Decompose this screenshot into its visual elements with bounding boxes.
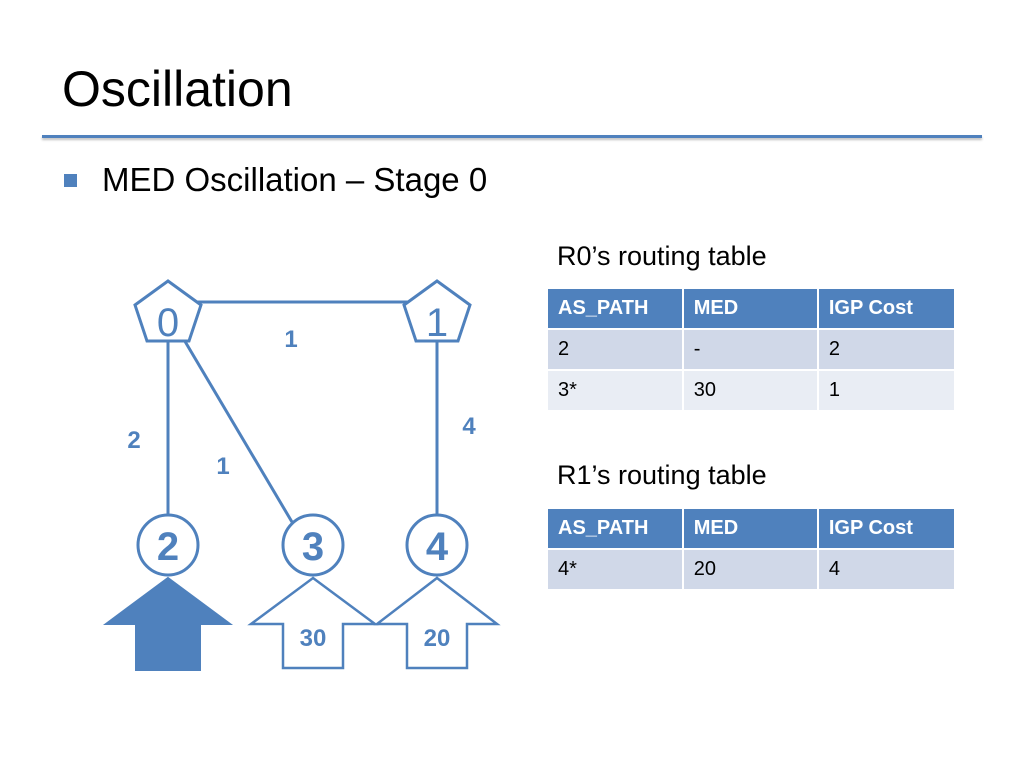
route-arrow-node-3-icon bbox=[247, 576, 379, 670]
edge-1-4-cost: 4 bbox=[462, 413, 476, 440]
router-node-0-label: 0 bbox=[157, 301, 179, 345]
bullet-text: MED Oscillation – Stage 0 bbox=[102, 161, 488, 198]
header-med: MED bbox=[681, 507, 819, 550]
route-arrow-node-2-icon bbox=[102, 576, 234, 671]
table-header-row: AS_PATH MED IGP Cost bbox=[546, 287, 957, 330]
router-node-3-label: 3 bbox=[302, 525, 324, 569]
route-arrow-node-3-med: 30 bbox=[300, 625, 327, 652]
r1-table-caption: R1’s routing table bbox=[557, 460, 767, 490]
r1-routing-table: AS_PATH MED IGP Cost 4* 20 4 bbox=[546, 507, 957, 591]
router-node-2 bbox=[136, 513, 200, 577]
cell-as-path: 3* bbox=[546, 369, 684, 412]
edge-0-1-cost: 1 bbox=[284, 326, 297, 353]
header-igp-cost: IGP Cost bbox=[816, 507, 957, 550]
edge-0-2-cost: 2 bbox=[127, 427, 140, 454]
header-as-path: AS_PATH bbox=[546, 287, 684, 330]
title-divider bbox=[42, 135, 982, 138]
router-node-1-label: 1 bbox=[426, 301, 448, 345]
r0-routing-table: AS_PATH MED IGP Cost 2 - 2 3* 30 1 bbox=[546, 287, 957, 412]
route-arrow-node-4-icon bbox=[373, 576, 501, 670]
router-node-2-label: 2 bbox=[157, 525, 179, 569]
cell-igp-cost: 2 bbox=[816, 328, 957, 371]
cell-as-path: 2 bbox=[546, 328, 684, 371]
header-igp-cost: IGP Cost bbox=[816, 287, 957, 330]
router-node-3 bbox=[281, 513, 345, 577]
cell-med: 20 bbox=[681, 548, 819, 591]
slide-title: Oscillation bbox=[62, 61, 293, 117]
cell-igp-cost: 4 bbox=[816, 548, 957, 591]
router-node-4-label: 4 bbox=[426, 525, 449, 569]
edge-0-3-cost: 1 bbox=[216, 453, 229, 480]
route-arrow-node-4-med: 20 bbox=[424, 625, 451, 652]
header-med: MED bbox=[681, 287, 819, 330]
bullet-square-icon bbox=[64, 174, 77, 187]
table-row: 2 - 2 bbox=[546, 328, 957, 371]
table-header-row: AS_PATH MED IGP Cost bbox=[546, 507, 957, 550]
cell-med: - bbox=[681, 328, 819, 371]
cell-igp-cost: 1 bbox=[816, 369, 957, 412]
r0-table-caption: R0’s routing table bbox=[557, 241, 767, 271]
router-node-4 bbox=[405, 513, 469, 577]
table-row: 3* 30 1 bbox=[546, 369, 957, 412]
table-row: 4* 20 4 bbox=[546, 548, 957, 591]
edge-0-3 bbox=[181, 337, 294, 523]
cell-as-path: 4* bbox=[546, 548, 684, 591]
header-as-path: AS_PATH bbox=[546, 507, 684, 550]
router-node-0 bbox=[133, 279, 203, 343]
router-node-1 bbox=[402, 279, 472, 343]
cell-med: 30 bbox=[681, 369, 819, 412]
